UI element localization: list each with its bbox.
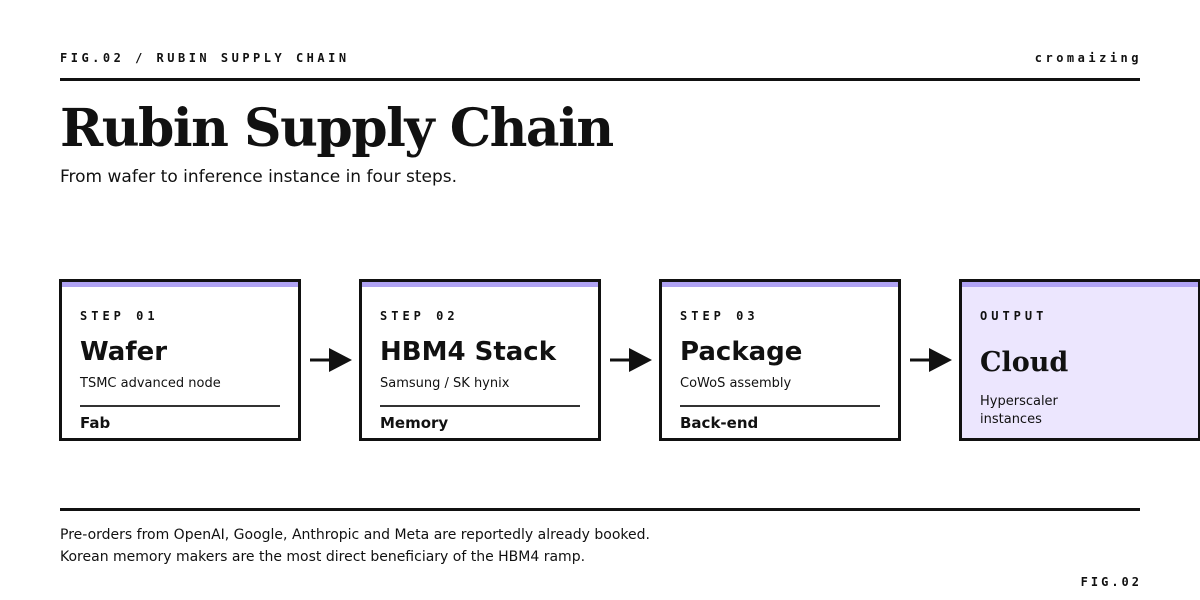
- footnote-line: Korean memory makers are the most direct…: [60, 549, 586, 565]
- step-number: STEP 01: [80, 309, 159, 323]
- step-card-wafer: STEP 01 Wafer TSMC advanced node Fab: [59, 279, 301, 441]
- card-divider: [80, 405, 280, 407]
- card-accent-bar: [362, 282, 598, 287]
- arrow-right-icon: [910, 348, 952, 372]
- page-title: Rubin Supply Chain: [60, 98, 614, 159]
- step-description: CoWoS assembly: [680, 376, 792, 391]
- step-description: Samsung / SK hynix: [380, 376, 510, 391]
- bottom-rule: [60, 508, 1140, 511]
- step-name: Package: [680, 337, 803, 367]
- step-card-package: STEP 03 Package CoWoS assembly Back-end: [659, 279, 901, 441]
- step-name: Wafer: [80, 337, 168, 367]
- step-number: STEP 03: [680, 309, 759, 323]
- step-description: TSMC advanced node: [80, 376, 221, 391]
- card-accent-bar: [962, 282, 1198, 287]
- arrow-right-icon: [610, 348, 652, 372]
- page-subtitle: From wafer to inference instance in four…: [60, 167, 458, 187]
- step-card-hbm4-stack: STEP 02 HBM4 Stack Samsung / SK hynix Me…: [359, 279, 601, 441]
- arrow-right-icon: [310, 348, 352, 372]
- output-label: OUTPUT: [980, 309, 1048, 323]
- footnote-line: Pre-orders from OpenAI, Google, Anthropi…: [60, 527, 650, 543]
- step-tag: Back-end: [680, 414, 759, 432]
- card-divider: [380, 405, 580, 407]
- card-divider: [680, 405, 880, 407]
- step-tag: Fab: [80, 414, 111, 432]
- output-card-cloud: OUTPUT Cloud Hyperscaler instances: [959, 279, 1200, 441]
- top-rule: [60, 78, 1140, 81]
- brand-label: cromaizing: [1034, 51, 1142, 65]
- card-accent-bar: [62, 282, 298, 287]
- step-number: STEP 02: [380, 309, 459, 323]
- output-description: Hyperscaler instances: [980, 394, 1058, 427]
- step-tag: Memory: [380, 414, 449, 432]
- step-name: HBM4 Stack: [380, 337, 556, 367]
- card-accent-bar: [662, 282, 898, 287]
- fig-label: FIG.02 / RUBIN SUPPLY CHAIN: [60, 51, 350, 65]
- output-name: Cloud: [980, 347, 1069, 378]
- fig-footer-label: FIG.02: [1080, 575, 1142, 589]
